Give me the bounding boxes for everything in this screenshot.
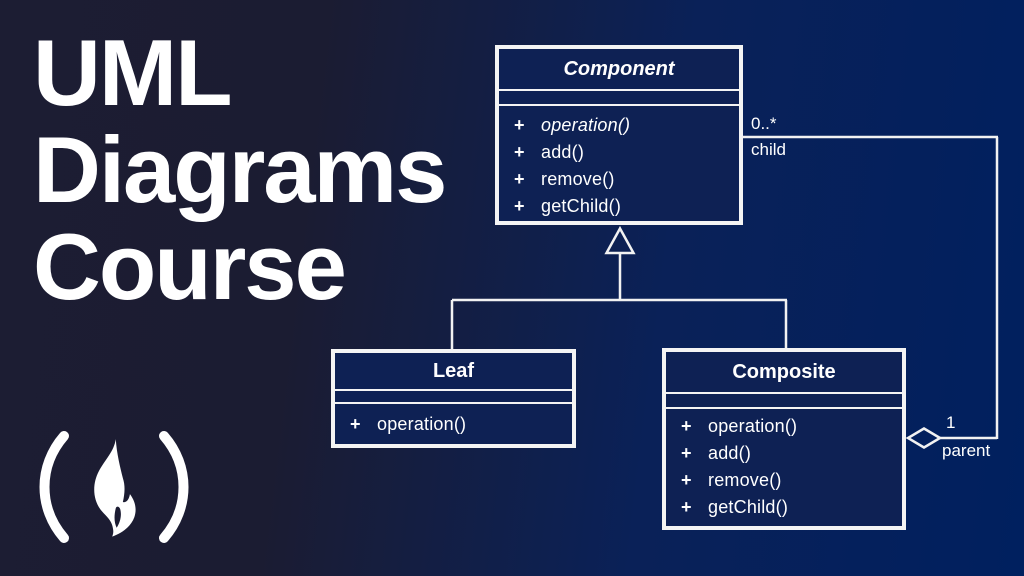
visibility-public-symbol: + — [681, 470, 692, 490]
parent-multiplicity-label: 1 — [946, 413, 956, 432]
component-method-remove: + remove() — [514, 169, 615, 189]
leaf-class-name: Leaf — [335, 353, 572, 391]
visibility-public-symbol: + — [681, 416, 692, 436]
visibility-public-symbol: + — [514, 169, 525, 189]
visibility-public-symbol: + — [514, 142, 525, 162]
leaf-methods-compartment: + operation() — [335, 404, 572, 444]
right-parenthesis-icon — [154, 428, 198, 546]
component-method-add: + add() — [514, 142, 585, 162]
component-attributes-compartment — [499, 91, 739, 106]
component-methods-compartment: + operation() + add() + remove() + getCh… — [499, 106, 739, 221]
flame-icon — [83, 431, 145, 543]
child-multiplicity-label: 0..* — [751, 114, 777, 133]
component-method-getchild: + getChild() — [514, 196, 622, 216]
freecodecamp-logo — [30, 428, 198, 546]
component-method-operation: + operation() — [514, 115, 631, 135]
composite-attributes-compartment — [666, 394, 902, 409]
aggregation-diamond-icon — [905, 427, 943, 449]
composite-method-getchild: + getChild() — [681, 497, 789, 517]
uml-class-leaf: Leaf + operation() — [331, 349, 576, 448]
left-parenthesis-icon — [30, 428, 74, 546]
course-title-line-2: Diagrams — [33, 117, 447, 222]
course-title-line-1: UML — [33, 20, 233, 125]
course-title-line-3: Course — [33, 214, 347, 319]
inheritance-triangle-icon — [604, 225, 636, 255]
parent-role-label: parent — [942, 441, 991, 460]
component-class-name: Component — [499, 49, 739, 91]
visibility-public-symbol: + — [681, 497, 692, 517]
visibility-public-symbol: + — [514, 115, 525, 135]
visibility-public-symbol: + — [350, 413, 361, 434]
uml-class-component: Component + operation() + add() + remove… — [495, 45, 743, 225]
uml-class-composite: Composite + operation() + add() + remove… — [662, 348, 906, 530]
composite-method-remove: + remove() — [681, 470, 782, 490]
visibility-public-symbol: + — [514, 196, 525, 216]
child-role-label: child — [751, 140, 786, 159]
composite-method-operation: + operation() — [681, 416, 798, 436]
composite-method-add: + add() — [681, 443, 752, 463]
leaf-method-operation: + operation() — [350, 413, 467, 434]
leaf-attributes-compartment — [335, 391, 572, 404]
course-title: UML Diagrams Course — [33, 20, 447, 319]
composite-class-name: Composite — [666, 352, 902, 394]
composite-methods-compartment: + operation() + add() + remove() + getCh… — [666, 409, 902, 526]
visibility-public-symbol: + — [681, 443, 692, 463]
